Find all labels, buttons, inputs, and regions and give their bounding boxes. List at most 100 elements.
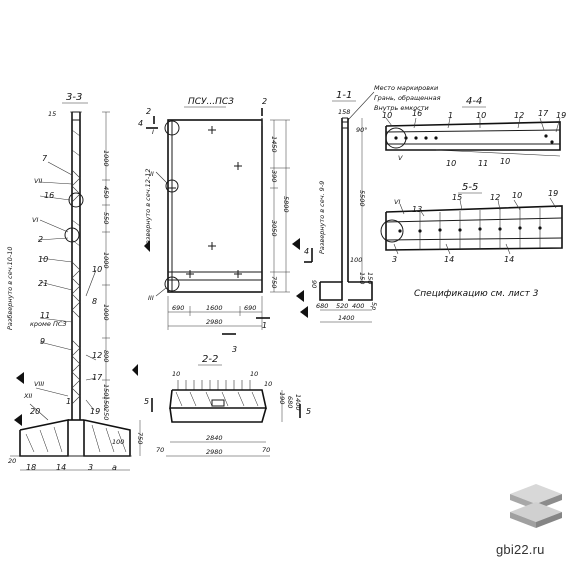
section-5-5-title: 5-5 [462,182,478,193]
mark-3-55: 3 [392,255,397,264]
dim-690a: 690 [172,304,184,312]
mark-10a: 10 [38,255,48,264]
mark-14: 14 [56,463,66,472]
cut-4-left: 4 [138,119,143,128]
mark-17-44: 17 [538,109,549,118]
mark-16: 16 [44,191,54,200]
dim-190: 190 [278,392,286,404]
dim-1400-22: 1400 [294,394,302,411]
dim-5r: 5р [370,302,378,310]
dim-1600: 1600 [206,304,223,312]
dim-5800: 5800 [282,196,290,213]
section-2-2-view: 2-2 10 10 10 70 70 2840 2980 190 680 140… [144,354,311,457]
dim-10b-22: 10 [250,370,258,378]
dim-250: 250 [102,408,110,420]
mark-12: 12 [92,351,102,360]
cut-1: 1 [262,321,267,330]
mark-vii: VII [34,177,42,185]
mark-10-44b: 10 [476,111,486,120]
dim-450: 450 [102,186,110,198]
dim-150b-11: 150 [366,272,374,284]
mark-v-44: V [398,154,403,162]
dim-20: 20 [8,457,16,465]
mark-1-44: 1 [448,111,453,120]
dim-150-11: 150 [358,272,366,284]
note-spec: Спецификацию см. лист 3 [414,289,539,299]
section-4-4-view: 4-4 10 16 1 10 12 17 19 V 10 11 10 [382,96,566,168]
note-inside: Внутрь емкости [374,104,429,112]
dim-400: 400 [352,302,364,310]
mark-19-44: 19 [556,111,566,120]
dim-10c-22: 10 [264,380,272,388]
dim-90: 90 [310,280,318,288]
mark-15-55: 15 [452,193,462,202]
mark-16-44: 16 [412,109,422,118]
mark-12-55: 12 [490,193,500,202]
mark-19-55: 19 [548,189,558,198]
mark-10-44c: 10 [446,159,456,168]
mark-10-44d: 10 [500,157,510,166]
dim-690b: 690 [244,304,256,312]
mark-vi: VI [32,216,38,224]
mark-vi-55: VI [394,198,400,206]
section-4-4-title: 4-4 [466,96,482,107]
dim-390: 390 [270,170,278,182]
note-marking: Место маркировки [374,84,438,92]
mark-9: 9 [40,337,45,346]
site-watermark: gbi22.ru [496,542,545,557]
dim-100: 100 [112,438,124,446]
section-2-2-title: 2-2 [202,354,218,365]
mark-a: a [112,463,117,472]
dim-3050: 3050 [270,220,278,237]
rotated-note-mid: Развернуто в сеч. 9-9 [318,181,326,254]
dim-1400-11: 1400 [338,314,355,322]
mark-viii: VIII [34,380,44,388]
cut-2-left: 2 [146,107,151,116]
dim-2980-22: 2980 [206,448,223,456]
dim-1000a: 1000 [102,150,110,167]
mark-18: 18 [26,463,36,472]
mark-10b: 10 [92,265,102,274]
mark-2: 2 [38,235,43,244]
roman-ii: II [150,170,154,178]
dim-750: 750 [136,432,144,444]
dim-800: 800 [102,350,110,362]
elevation-view: ПСУ...ПСЗ 2 2 4 I II III [138,97,290,354]
dim-70a-22: 70 [156,446,164,454]
mark-13-55: 13 [412,205,422,214]
dim-2840: 2840 [206,434,223,442]
rotated-note-left: Разбвернуто в сеч.10-10 [6,246,14,330]
mark-19: 19 [90,407,100,416]
note-face: Грань, обращенная [374,94,441,102]
dim-10a-22: 10 [172,370,180,378]
section-5-5-view: 5-5 VI 13 15 12 10 19 3 [380,182,563,299]
mark-14-55a: 14 [444,255,454,264]
dim-550: 550 [102,212,110,224]
dim-1450: 1450 [270,136,278,153]
dim-680-22: 680 [286,396,294,408]
dim-158: 158 [338,108,350,116]
dim-100-11: 100 [350,256,362,264]
mark-except-psz: кроме ПСЗ [30,320,67,328]
mark-11: 11 [40,311,50,320]
mark-10-55: 10 [512,191,522,200]
dim-5500: 5500 [358,190,366,207]
mark-1: 1 [66,397,71,406]
dim-520: 520 [336,302,348,310]
mark-11-44: 11 [478,159,488,168]
roman-iii: III [148,294,154,302]
mark-15: 15 [48,110,56,118]
section-1-1-view: 1-1 Место маркировки Грань, обращенная В… [292,84,441,323]
mark-21: 21 [38,279,48,288]
mark-xii: XII [23,392,32,400]
mark-3: 3 [88,463,93,472]
cut-2-right: 2 [262,97,267,106]
dim-150a: 150 [102,384,110,396]
dim-1000c: 1000 [102,304,110,321]
section-3-3-view: 3-3 [6,92,144,472]
dim-1000b: 1000 [102,252,110,269]
elevation-title: ПСУ...ПСЗ [188,97,234,107]
mark-10-44a: 10 [382,111,392,120]
mark-12-44: 12 [514,111,524,120]
